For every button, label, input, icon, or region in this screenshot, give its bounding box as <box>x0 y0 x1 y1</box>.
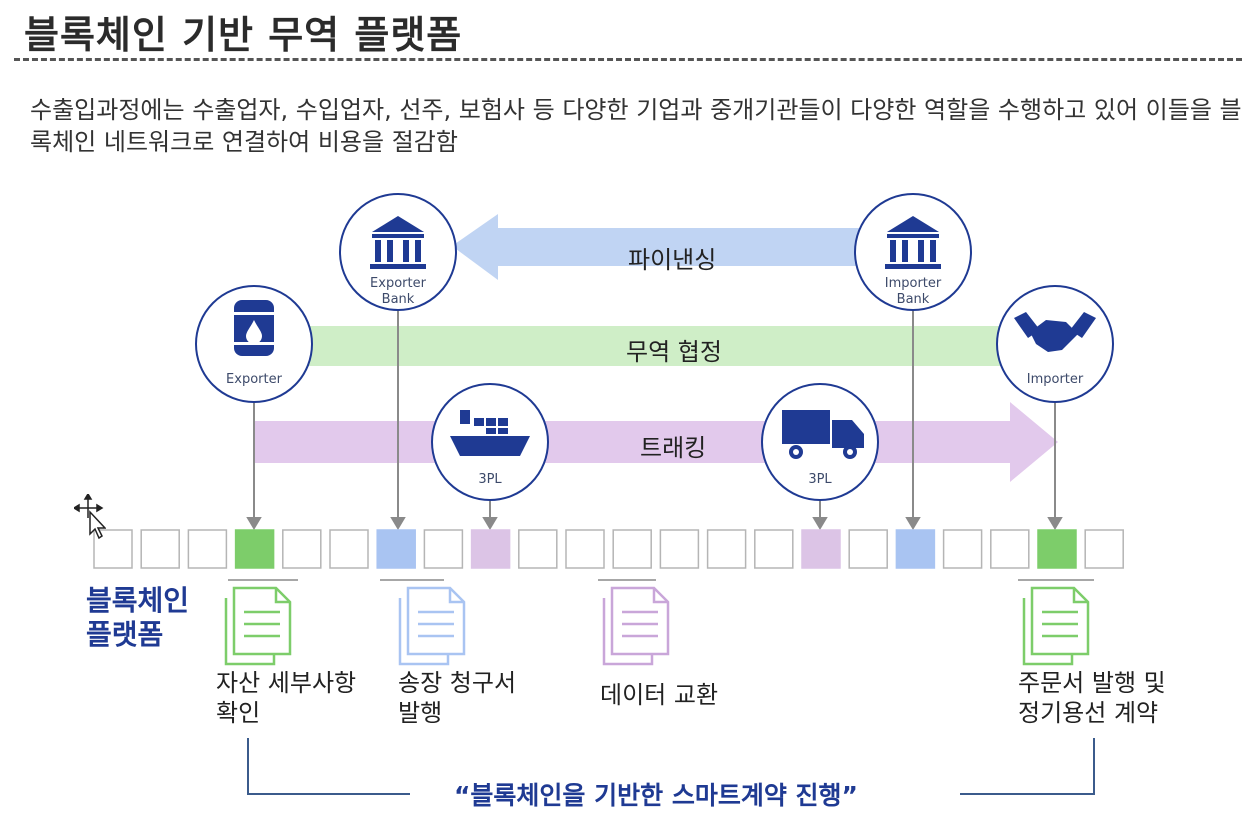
platform-label: 블록체인 플랫폼 <box>86 584 190 651</box>
step-asset-label: 자산 세부사항 확인 <box>216 669 357 727</box>
document-icon <box>224 586 292 666</box>
trade-agreement-band <box>300 326 1006 366</box>
blockchain-block <box>423 529 464 569</box>
step-order-label: 주문서 발행 및 정기용선 계약 <box>1018 669 1166 727</box>
blockchain-block <box>234 529 275 569</box>
blockchain-block <box>801 529 841 569</box>
handshake-icon <box>1014 312 1096 352</box>
document-icon <box>602 586 670 666</box>
page-title: 블록체인 기반 무역 플랫폼 <box>24 13 463 57</box>
blockchain-block <box>1037 529 1077 569</box>
blockchain-block <box>848 529 888 569</box>
blockchain-block <box>612 529 652 569</box>
bank-icon <box>370 216 426 269</box>
cargo-ship-icon <box>450 410 530 456</box>
blockchain-block <box>470 529 511 569</box>
financing-band <box>452 214 872 280</box>
step-data-label: 데이터 교환 <box>600 681 719 709</box>
truck-icon <box>782 410 864 459</box>
ship-3pl-node <box>431 383 549 501</box>
importer-bank-label: Importer Bank <box>884 276 942 307</box>
document-icon <box>398 586 466 666</box>
smart-contract-label: “블록체인을 기반한 스마트계약 진행” <box>454 781 858 810</box>
blockchain-block <box>1084 529 1124 569</box>
importer-bank-node <box>854 193 972 311</box>
smart-contract-bracket <box>247 738 1095 795</box>
bank-icon <box>885 216 941 269</box>
exporter-bank-label: Exporter Bank <box>370 276 426 307</box>
blockchain-block <box>329 529 369 569</box>
blockchain-block <box>565 529 605 569</box>
tracking-label: 트래킹 <box>640 434 707 462</box>
importer-node <box>996 285 1114 403</box>
blockchain-block <box>990 529 1030 569</box>
blockchain-block <box>706 529 747 569</box>
blockchain-block <box>518 529 558 569</box>
blockchain-block-row <box>93 529 1124 569</box>
exporter-bank-node <box>339 193 457 311</box>
exporter-node <box>195 285 313 403</box>
exporter-label: Exporter <box>226 372 282 387</box>
blockchain-block <box>187 529 228 569</box>
blockchain-block <box>659 529 700 569</box>
description-text: 수출입과정에는 수출업자, 수입업자, 선주, 보험사 등 다양한 기업과 중개… <box>30 96 1242 156</box>
blockchain-block <box>942 529 983 569</box>
blockchain-block <box>376 529 416 569</box>
blockchain-block <box>140 529 180 569</box>
oil-barrel-icon <box>232 300 276 356</box>
truck-3pl-node <box>761 383 879 501</box>
step-invoice-label: 송장 청구서 발행 <box>398 669 517 727</box>
importer-label: Importer <box>1026 372 1084 387</box>
blockchain-block <box>754 529 794 569</box>
title-divider <box>14 58 1242 61</box>
blockchain-block <box>282 529 322 569</box>
move-cursor-icon <box>72 492 107 542</box>
trade-agreement-label: 무역 협정 <box>626 338 722 366</box>
ship-3pl-label: 3PL <box>478 472 502 487</box>
truck-3pl-label: 3PL <box>808 472 832 487</box>
financing-label: 파이낸싱 <box>628 246 717 274</box>
document-icon <box>1022 586 1090 666</box>
blockchain-block <box>895 529 936 569</box>
